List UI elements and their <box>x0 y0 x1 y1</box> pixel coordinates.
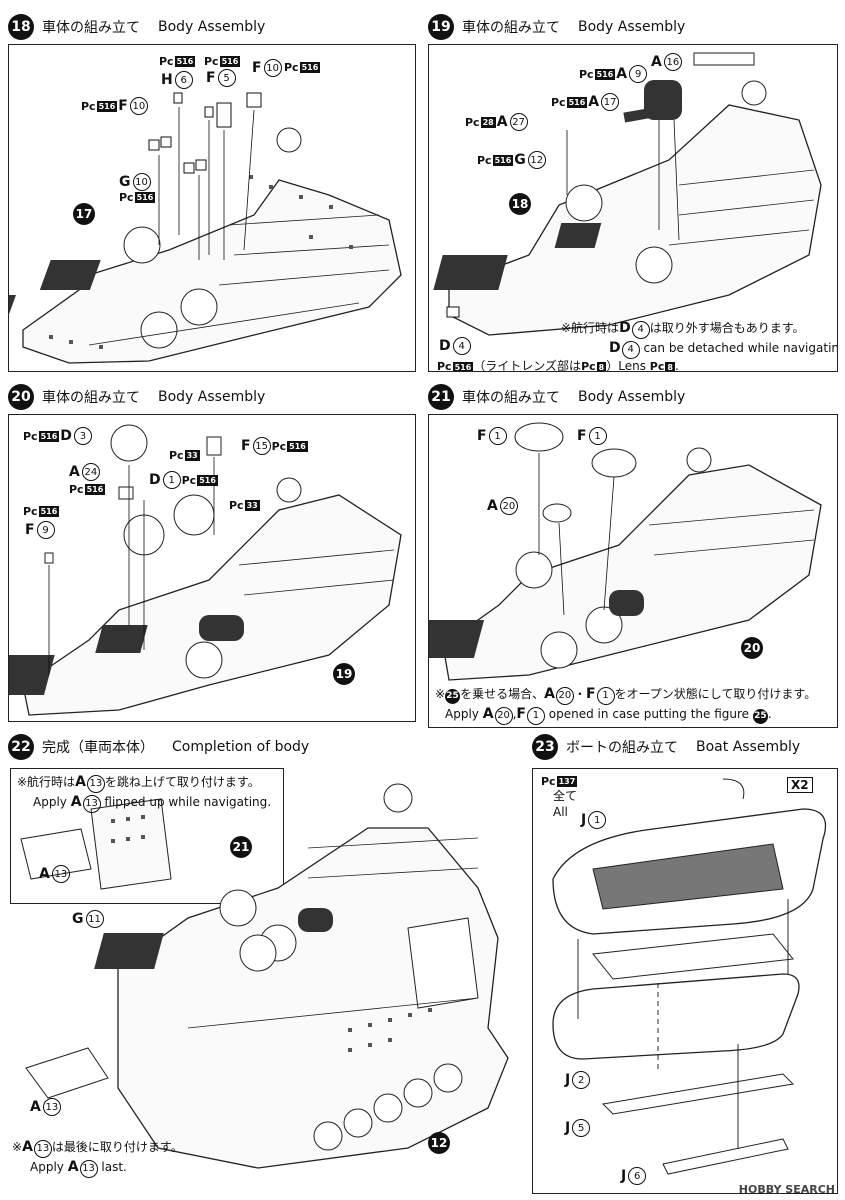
step-number: 18 <box>8 14 34 40</box>
callout-step: 19 <box>333 663 355 685</box>
step-title-jp: 車体の組み立て <box>42 20 140 36</box>
step-title-en: Body Assembly <box>578 389 686 405</box>
inset-drawing <box>20 798 172 890</box>
step-title-en: Completion of body <box>172 739 310 755</box>
step-title-en: Body Assembly <box>578 19 686 35</box>
callout-step: 18 <box>509 193 531 215</box>
step-title-jp: 車体の組み立て <box>42 390 140 406</box>
callout-step: 21 <box>230 836 252 858</box>
step-22-header: 22 完成（車両本体） Completion of body <box>8 734 309 760</box>
step-18-header: 18 車体の組み立て Body Assembly <box>8 14 265 40</box>
step-title-jp: 完成（車両本体） <box>42 740 154 756</box>
hull-drawing <box>433 52 822 336</box>
callout-step: 17 <box>73 203 95 225</box>
callout-step: 12 <box>428 1132 450 1154</box>
step-title-en: Body Assembly <box>158 389 266 405</box>
step-title-en: Body Assembly <box>158 19 266 35</box>
vehicle-drawing <box>25 783 509 1169</box>
hull-drawing <box>429 422 822 681</box>
step-21-header: 21 車体の組み立て Body Assembly <box>428 384 685 410</box>
all-parts-note: 全て <box>553 789 578 803</box>
step-20-header: 20 車体の組み立て Body Assembly <box>8 384 265 410</box>
step-title-jp: 車体の組み立て <box>462 20 560 36</box>
step-19-header: 19 車体の組み立て Body Assembly <box>428 14 685 40</box>
step-23-header: 23 ボートの組み立て Boat Assembly <box>532 734 800 760</box>
step-title-en: Boat Assembly <box>696 739 801 755</box>
boat-drawing <box>552 778 827 1175</box>
step-title-jp: ボートの組み立て <box>566 740 678 756</box>
step-number: 19 <box>428 14 454 40</box>
watermark: HOBBY SEARCH <box>738 1183 835 1196</box>
step-number: 21 <box>428 384 454 410</box>
all-parts-note-en: All <box>553 805 568 819</box>
quantity-badge: X2 <box>787 777 813 793</box>
step-title-jp: 車体の組み立て <box>462 390 560 406</box>
step-number: 22 <box>8 734 34 760</box>
hull-drawing <box>9 424 402 716</box>
step-number: 23 <box>532 734 558 760</box>
callout-step: 20 <box>741 637 763 659</box>
hull-drawing <box>9 92 402 364</box>
step-number: 20 <box>8 384 34 410</box>
